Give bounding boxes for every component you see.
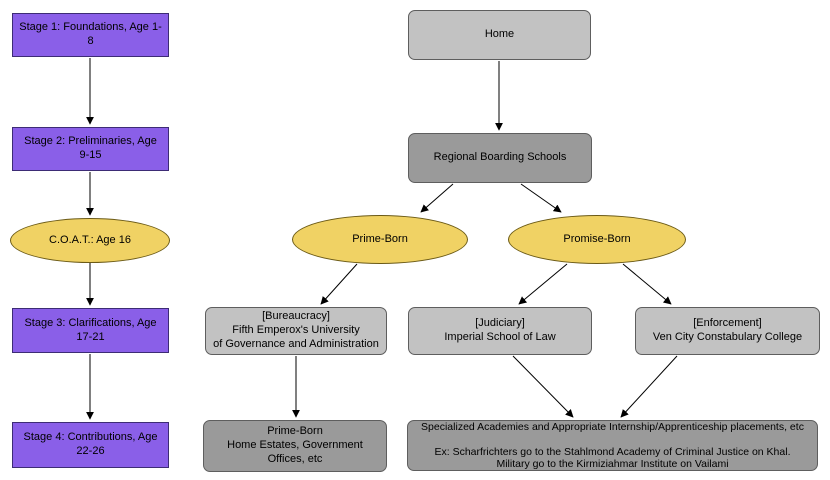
node-home: Home bbox=[408, 10, 591, 60]
arrow-promiseborn-enforcement bbox=[622, 263, 672, 305]
node-stage3: Stage 3: Clarifications, Age 17-21 bbox=[12, 308, 169, 353]
node-bureaucracy-university: [Bureaucracy] Fifth Emperox's University… bbox=[205, 307, 387, 355]
node-prime-born: Prime-Born bbox=[292, 215, 468, 264]
arrow-regional-primeborn bbox=[420, 183, 454, 213]
node-stage2: Stage 2: Preliminaries, Age 9-15 bbox=[12, 127, 169, 171]
node-stage4: Stage 4: Contributions, Age 22-26 bbox=[12, 422, 169, 468]
arrow-judiciary-specialized bbox=[512, 355, 574, 418]
node-specialized-academies: Specialized Academies and Appropriate In… bbox=[407, 420, 818, 471]
node-prime-born-placement: Prime-Born Home Estates, Government Offi… bbox=[203, 420, 387, 472]
arrow-regional-promiseborn bbox=[520, 183, 562, 213]
arrow-enforcement-specialized bbox=[620, 355, 678, 418]
node-stage1: Stage 1: Foundations, Age 1-8 bbox=[12, 13, 169, 57]
node-judiciary-school: [Judiciary] Imperial School of Law bbox=[408, 307, 592, 355]
node-enforcement-college: [Enforcement] Ven City Constabulary Coll… bbox=[635, 307, 820, 355]
node-regional-boarding-schools: Regional Boarding Schools bbox=[408, 133, 592, 183]
arrow-promiseborn-judiciary bbox=[518, 263, 568, 305]
node-promise-born: Promise-Born bbox=[508, 215, 686, 264]
arrow-primeborn-bureaucracy bbox=[320, 263, 358, 305]
node-coat-milestone: C.O.A.T.: Age 16 bbox=[10, 218, 170, 263]
